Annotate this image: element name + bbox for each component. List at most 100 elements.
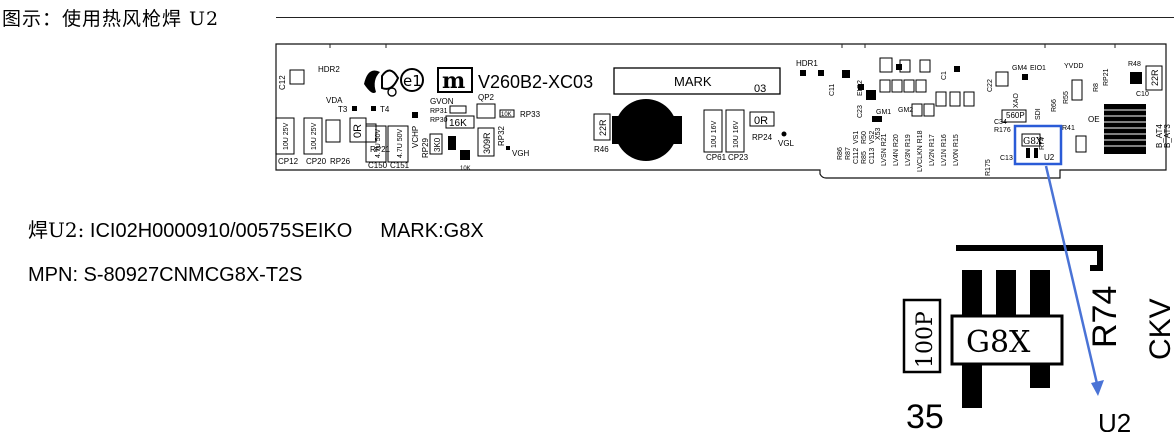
label-cap5: 10U 16V <box>711 120 718 148</box>
zoom-inset: G8X 100P R74 CKV 35 U2 <box>902 242 1176 432</box>
label-rp32: RP32 <box>497 125 506 146</box>
label-r74-small: R74 <box>1039 137 1046 150</box>
label-r8: R8 <box>1093 83 1100 92</box>
mpn-info: MPN: S-80927CNMCG8X-T2S <box>28 264 303 286</box>
label-vgh: VGH <box>512 149 530 158</box>
label-gm2: GM2 <box>898 107 913 114</box>
mark-box-label: MARK <box>674 74 712 89</box>
edge-ticks <box>329 44 1116 48</box>
mark-number: 03 <box>754 83 766 95</box>
zoom-chip-label: G8X <box>966 325 1031 360</box>
label-16k: 16K <box>449 118 467 129</box>
label-r87: R87 <box>845 147 852 160</box>
e1-mark <box>400 68 424 92</box>
label-vs2: VS2 <box>869 131 876 144</box>
label-gm1: GM1 <box>876 109 891 116</box>
label-m-logo: m <box>442 68 465 94</box>
board-outline <box>275 43 1167 179</box>
label-eio1: EIO1 <box>1030 65 1046 72</box>
label-r41: R41 <box>1062 125 1075 132</box>
callout-arrow <box>1044 165 1100 389</box>
qfp-chip <box>1104 104 1146 154</box>
zoom-r74-label: R74 <box>1086 286 1124 348</box>
label-3k0: 3K0 <box>433 137 442 152</box>
label-vchp: VCHP <box>411 126 420 148</box>
label-r175: R175 <box>985 159 992 176</box>
label-qp2: QP2 <box>478 93 495 102</box>
label-e1: e1 <box>403 72 422 90</box>
label-hdr2: HDR2 <box>318 65 340 74</box>
label-r86: R86 <box>837 147 844 160</box>
label-r48: R48 <box>1128 61 1141 68</box>
label-c34: C34 <box>994 119 1007 126</box>
label-22r: 22R <box>598 119 608 136</box>
label-cp12: CP12 <box>278 157 299 166</box>
label-rp33: RP33 <box>520 110 541 119</box>
label-r66: R66 <box>1051 99 1058 112</box>
label-c113: C113 <box>869 148 876 164</box>
label-cap4: 4.7U 50V <box>397 128 404 158</box>
label-c112: C112 <box>853 148 860 164</box>
label-rp31: RP31 <box>430 108 448 115</box>
label-r85: R85 <box>861 151 868 164</box>
info-part-number: ICI02H0000910/00575SEIKO <box>84 220 353 242</box>
label-rp21: RP21 <box>370 145 391 154</box>
label-lv3n: LV3N R19 <box>905 134 912 166</box>
label-g8x-small: G8X <box>1023 137 1043 147</box>
label-vgl: VGL <box>778 139 795 148</box>
label-t4: T4 <box>380 105 390 114</box>
label-b-at3: B_AT3 <box>1163 124 1172 148</box>
inductor <box>612 99 686 164</box>
label-oe: OE <box>1088 115 1100 124</box>
board-model: V260B2-XC03 <box>478 72 593 92</box>
label-c12: C12 <box>278 75 287 90</box>
label-lv2n: LV2N R17 <box>929 134 936 166</box>
label-vs1: VS1 <box>853 131 860 144</box>
arrow-head <box>1091 380 1104 396</box>
label-cap1: 10U 25V <box>283 122 290 150</box>
label-b-at4: B_AT4 <box>1155 124 1164 148</box>
label-r50: R50 <box>861 131 868 144</box>
label-rp24: RP24 <box>752 133 773 142</box>
label-cp23: CP23 <box>728 153 749 162</box>
label-c13: C13 <box>1000 155 1013 162</box>
label-c10: C10 <box>1136 91 1149 98</box>
label-r46: R46 <box>594 145 609 154</box>
label-cp20: CP20 <box>306 157 327 166</box>
zoom-u2-fragment: U2 <box>1098 408 1131 432</box>
title-rule <box>276 17 1174 18</box>
label-sdi: SDI <box>1035 108 1042 120</box>
label-cp61: CP61 <box>706 153 727 162</box>
label-eio2: EIO2 <box>857 80 864 96</box>
label-309r: 309R <box>482 132 492 154</box>
label-u2-small: U2 <box>1044 153 1055 162</box>
label-r55: R55 <box>1063 91 1070 104</box>
label-rp21-b: RP21 <box>1103 68 1110 86</box>
zoom-ckv-label: CKV <box>1144 298 1176 360</box>
zoom-number: 35 <box>906 398 944 432</box>
mark-box <box>613 67 781 95</box>
label-lvclkn: LVCLKN R18 <box>917 130 924 172</box>
label-rp30: RP30 <box>430 117 448 124</box>
label-cap2: 10U 25V <box>311 122 318 150</box>
page-title: 图示：使用热风枪焊 U2 <box>2 8 220 30</box>
label-lv0n: LV0N R15 <box>953 134 960 166</box>
label-c151: C151 <box>390 161 410 170</box>
label-0r: 0R <box>352 124 364 138</box>
label-xao: XAO <box>1013 93 1020 108</box>
label-22r-b: 22R <box>1150 69 1160 86</box>
label-rp29: RP29 <box>421 137 430 158</box>
info-mark: MARK:G8X <box>380 220 484 242</box>
label-t3: T3 <box>338 105 348 114</box>
label-lv1n: LV1N R16 <box>941 134 948 166</box>
label-0r-b: 0R <box>754 115 768 127</box>
label-c11: C11 <box>829 84 836 96</box>
label-c1: C1 <box>941 71 948 80</box>
label-cap3: 4.7U 50V <box>375 128 382 158</box>
label-10k: 10K <box>501 112 512 118</box>
label-lvsn: LVSN R21 <box>881 133 888 166</box>
u2-highlight-box <box>1013 124 1063 166</box>
label-gm4: GM4 <box>1012 65 1027 72</box>
